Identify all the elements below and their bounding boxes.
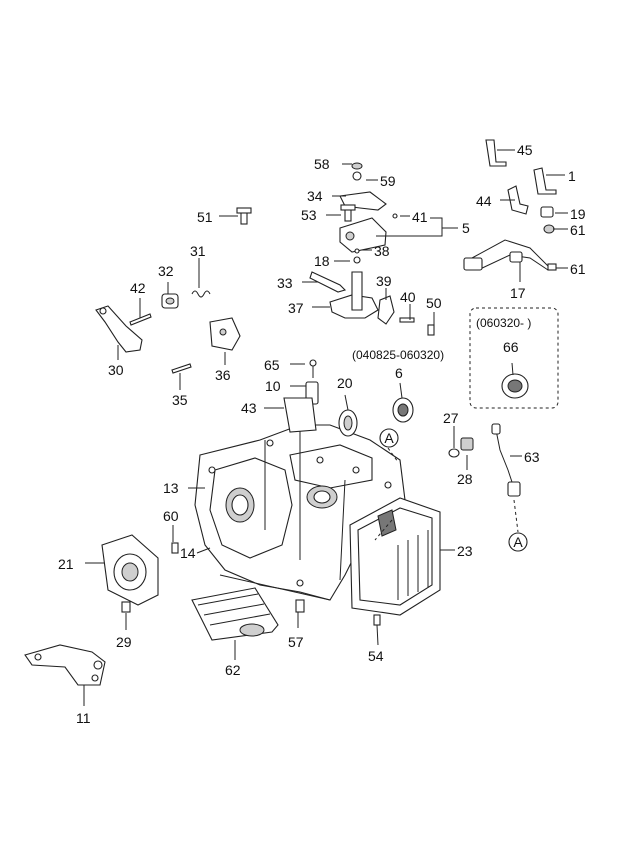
- callout-32: 32: [158, 263, 174, 279]
- mount-bracket: [24, 644, 106, 686]
- ref-line-a-2: [513, 499, 519, 533]
- callout-1: 1: [568, 168, 576, 184]
- callout-10: 10: [265, 378, 281, 394]
- callout-41: 41: [412, 209, 428, 225]
- dipstick-tube: [491, 423, 521, 497]
- callout-30: 30: [108, 362, 124, 378]
- ref-marker-a-top: A: [379, 428, 399, 448]
- callout-29: 29: [116, 634, 132, 650]
- callout-18: 18: [314, 253, 330, 269]
- callout-38: 38: [374, 243, 390, 259]
- callout-53: 53: [301, 207, 317, 223]
- shift-lever: [95, 305, 143, 353]
- callout-44: 44: [476, 193, 492, 209]
- callout-20: 20: [337, 375, 353, 391]
- ref-line-a-1: [387, 447, 399, 463]
- callout-45: 45: [517, 142, 533, 158]
- callout-labels: 45 1 44 19 61 61 17 58 59 34 53 41 5 51 …: [58, 142, 586, 726]
- callout-42: 42: [130, 280, 146, 296]
- date-note-box: (060320- ): [476, 316, 531, 330]
- callout-36: 36: [215, 367, 231, 383]
- callout-21: 21: [58, 556, 74, 572]
- callout-6: 6: [395, 365, 403, 381]
- callout-28: 28: [457, 471, 473, 487]
- leader-lines: [83, 149, 568, 706]
- callout-62: 62: [225, 662, 241, 678]
- sensor-and-plate: [283, 359, 319, 433]
- cooler-pipe: [463, 139, 557, 271]
- callout-31: 31: [190, 243, 206, 259]
- callout-50: 50: [426, 295, 442, 311]
- callout-61-b: 61: [570, 261, 586, 277]
- ref-marker-a-right: A: [508, 532, 528, 552]
- fasteners: [121, 204, 557, 626]
- bushing: [161, 293, 179, 309]
- oil-pan: [349, 497, 441, 616]
- callout-59: 59: [380, 173, 396, 189]
- callout-58: 58: [314, 156, 330, 172]
- callout-14: 14: [180, 545, 196, 561]
- callout-11: 11: [76, 710, 91, 726]
- callout-39: 39: [376, 273, 392, 289]
- callout-57: 57: [288, 634, 304, 650]
- callout-51: 51: [197, 209, 213, 225]
- callout-34: 34: [307, 188, 323, 204]
- callout-35: 35: [172, 392, 188, 408]
- detent-plate: [309, 271, 379, 319]
- callout-66: 66: [503, 339, 519, 355]
- variant-box: [469, 307, 559, 409]
- callout-27: 27: [443, 410, 459, 426]
- small-bracket: [209, 317, 241, 351]
- callout-17: 17: [510, 285, 526, 301]
- callout-54: 54: [368, 648, 384, 664]
- oil-filter: [191, 587, 279, 641]
- svg-text:A: A: [513, 534, 523, 550]
- callout-5: 5: [462, 220, 470, 236]
- date-note-upper: (040825-060320): [352, 348, 444, 362]
- callout-61-a: 61: [570, 222, 586, 238]
- callout-23: 23: [457, 543, 473, 559]
- svg-text:A: A: [384, 430, 394, 446]
- callout-13: 13: [163, 480, 179, 496]
- seals: [338, 373, 529, 458]
- callout-63: 63: [524, 449, 540, 465]
- transaxle-case: [194, 424, 406, 601]
- ref-line-a-3: [374, 519, 393, 541]
- spring: [191, 290, 211, 298]
- callout-43: 43: [241, 400, 257, 416]
- callout-37: 37: [288, 300, 304, 316]
- callout-40: 40: [400, 289, 416, 305]
- pins: [129, 313, 192, 374]
- callout-19: 19: [570, 206, 586, 222]
- callout-33: 33: [277, 275, 293, 291]
- callout-65: 65: [264, 357, 280, 373]
- housing-bracket: [101, 534, 159, 606]
- callout-60: 60: [163, 508, 179, 524]
